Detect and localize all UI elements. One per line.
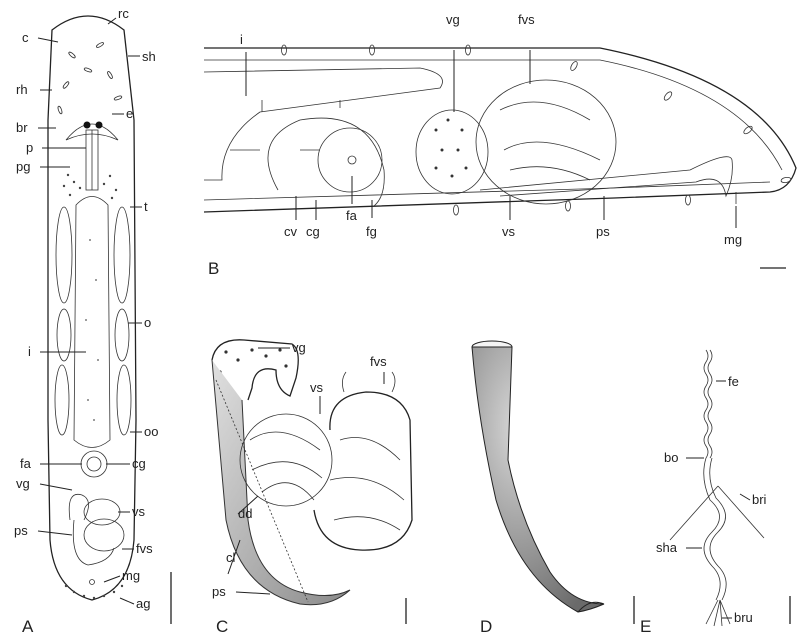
panel-e-sperm: [669, 349, 765, 627]
label-a-mg: mg: [122, 568, 140, 583]
label-a-br: br: [16, 120, 28, 135]
label-a-pg: pg: [16, 159, 30, 174]
label-a-rc: rc: [118, 6, 129, 21]
panel-b-drawing: [203, 44, 797, 216]
panel-b-labels: i vg fvs cv cg fa fg vs ps mg: [240, 12, 742, 247]
label-b-ps: ps: [596, 224, 610, 239]
label-c-cl: cl: [226, 550, 236, 565]
label-a-fa: fa: [20, 456, 32, 471]
label-c-vg: vg: [292, 340, 306, 355]
panel-a-drawing: [47, 15, 137, 601]
panel-b-leader-lines: [245, 50, 737, 228]
panel-c-drawing: [211, 339, 413, 606]
label-a-cg: cg: [132, 456, 146, 471]
label-a-sh: sh: [142, 49, 156, 64]
label-a-e: e: [126, 106, 133, 121]
label-a-ps: ps: [14, 523, 28, 538]
label-b-mg: mg: [724, 232, 742, 247]
label-e-bri: bri: [752, 492, 767, 507]
label-b-cg: cg: [306, 224, 320, 239]
panel-e-leader-lines: [686, 380, 751, 619]
label-b-vs: vs: [502, 224, 516, 239]
label-b-cv: cv: [284, 224, 298, 239]
label-a-t: t: [144, 199, 148, 214]
label-b-i: i: [240, 32, 243, 47]
label-e-sha: sha: [656, 540, 678, 555]
panel-c-leader-lines: [227, 347, 385, 595]
label-a-vg: vg: [16, 476, 30, 491]
label-e-bo: bo: [664, 450, 678, 465]
panel-d-letter: D: [480, 617, 492, 636]
panel-a-labels: rc c sh rh e br p pg t o i oo fa cg vg v…: [14, 6, 158, 611]
label-a-c: c: [22, 30, 29, 45]
label-a-oo: oo: [144, 424, 158, 439]
label-b-vg: vg: [446, 12, 460, 27]
label-a-o: o: [144, 315, 151, 330]
label-c-vs: vs: [310, 380, 324, 395]
panel-e-labels: fe bo bri sha bru: [656, 374, 767, 625]
panel-a-leader-lines: [37, 17, 142, 605]
label-c-ps: ps: [212, 584, 226, 599]
label-a-fvs: fvs: [136, 541, 153, 556]
panel-d-stylet: [471, 340, 605, 613]
label-e-bru: bru: [734, 610, 753, 625]
label-a-i: i: [28, 344, 31, 359]
panel-e-letter: E: [640, 617, 651, 636]
panel-a-letter: A: [22, 617, 34, 636]
label-a-rh: rh: [16, 82, 28, 97]
label-c-fvs: fvs: [370, 354, 387, 369]
label-b-fg: fg: [366, 224, 377, 239]
panel-c-letter: C: [216, 617, 228, 636]
panel-c-labels: vg vs fvs dd cl ps: [212, 340, 387, 599]
label-e-fe: fe: [728, 374, 739, 389]
label-a-ag: ag: [136, 596, 150, 611]
label-a-vs: vs: [132, 504, 146, 519]
panel-b-letter: B: [208, 259, 219, 278]
label-a-p: p: [26, 140, 33, 155]
label-b-fvs: fvs: [518, 12, 535, 27]
label-c-dd: dd: [238, 506, 252, 521]
label-b-fa: fa: [346, 208, 358, 223]
